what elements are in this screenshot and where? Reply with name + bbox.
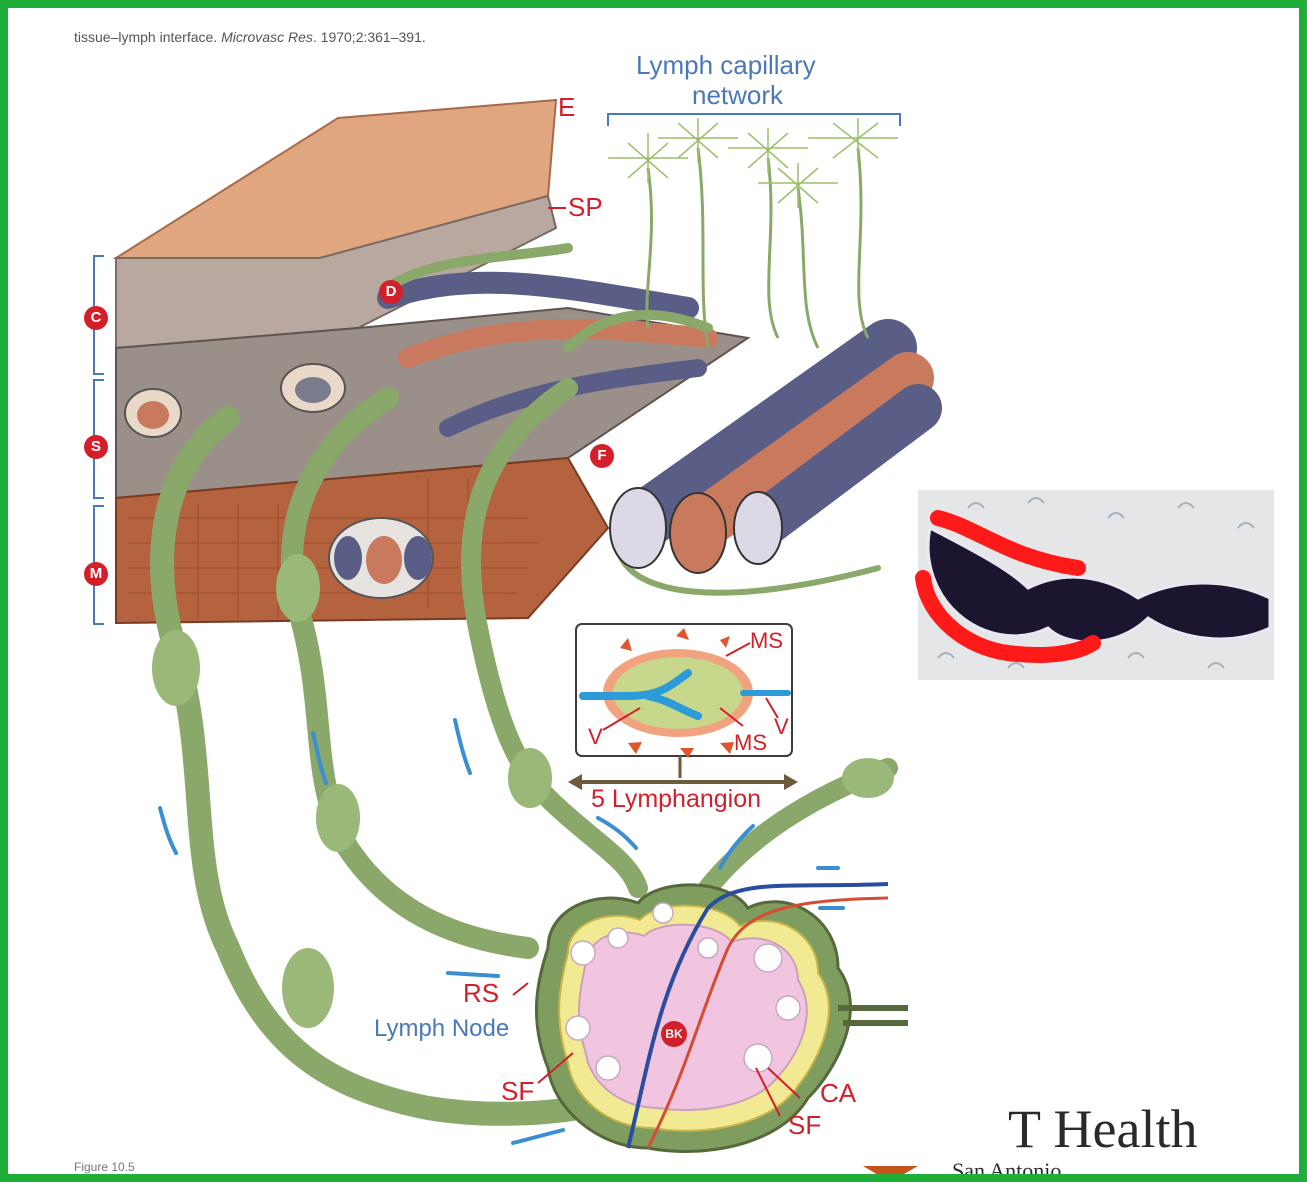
logo-subtext: San Antonio	[952, 1158, 1061, 1182]
lymphatic-anatomy-illustration	[8, 8, 1307, 1182]
span-arrow-right-head	[784, 774, 798, 790]
label-V-left: V	[588, 724, 603, 750]
label-D: D	[379, 280, 403, 304]
logo-mark	[863, 1166, 918, 1182]
lymph-capillary-label-line2: network	[692, 82, 783, 108]
label-M: M	[84, 562, 108, 586]
lymphangion-label: 5 Lymphangion	[591, 786, 761, 812]
label-SP: SP	[568, 194, 603, 220]
label-S: S	[84, 435, 108, 459]
label-F: F	[590, 444, 614, 468]
label-SF-left: SF	[501, 1078, 534, 1104]
lymph-capillary-label-line1: Lymph capillary	[636, 52, 816, 78]
label-SF-right: SF	[788, 1112, 821, 1138]
lymph-node-label: Lymph Node	[374, 1016, 509, 1042]
label-E: E	[558, 94, 575, 120]
figure-caption: Figure 10.5	[74, 1160, 135, 1174]
lymph-node	[536, 884, 908, 1151]
label-MS-top: MS	[750, 628, 783, 654]
label-C: C	[84, 306, 108, 330]
lymphatic-valve-micrograph	[918, 490, 1274, 680]
logo-text: T Health	[1008, 1102, 1197, 1156]
capillary-network-bracket	[608, 114, 900, 126]
muscle-vessel-bundle	[329, 518, 433, 598]
label-V-right: V	[774, 714, 789, 740]
span-arrow-left-head	[568, 774, 582, 790]
label-CA: CA	[820, 1080, 856, 1106]
label-BK: BK	[661, 1021, 687, 1047]
deep-vessel-ends	[610, 488, 782, 573]
label-RS: RS	[463, 980, 499, 1006]
label-MS-bottom: MS	[734, 730, 767, 756]
